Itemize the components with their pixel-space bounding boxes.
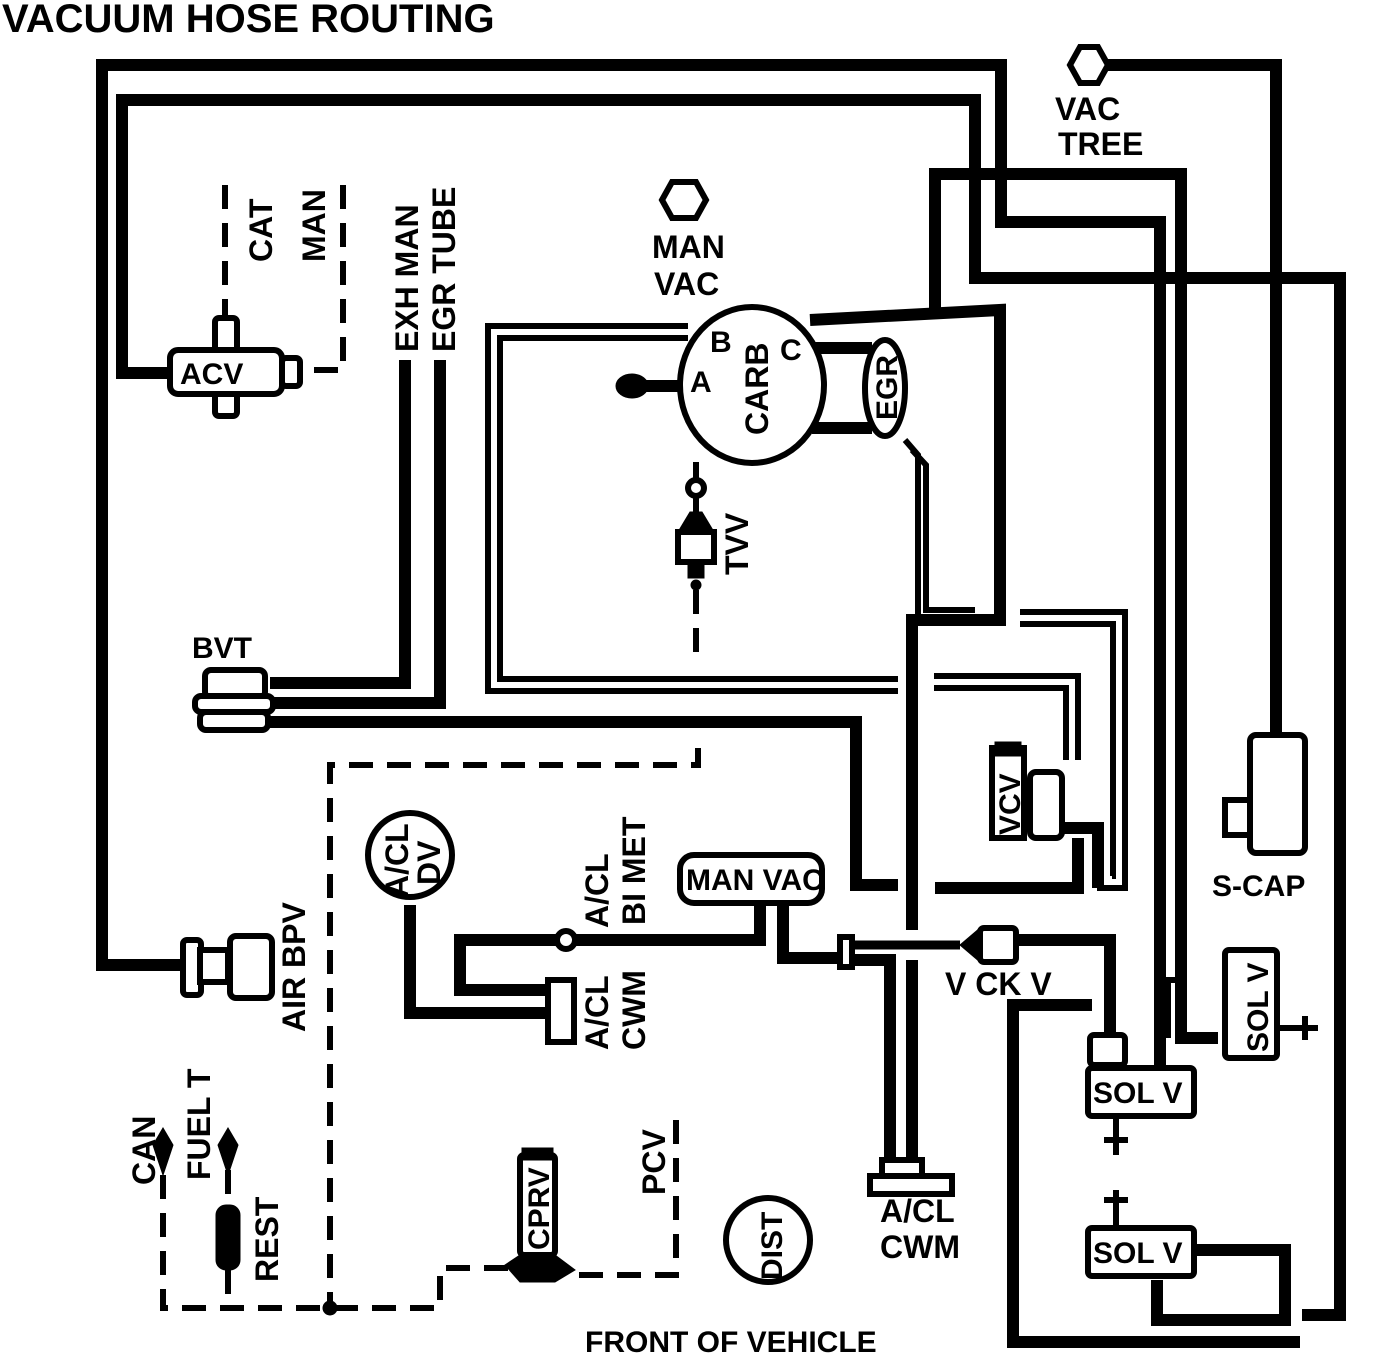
man-vac-label-2: VAC — [654, 266, 719, 302]
carb-port-c-label: C — [780, 334, 802, 367]
air-bpv: AIR BPV — [180, 902, 312, 1032]
hose-egr-tube — [270, 360, 446, 709]
vac-tree-hex — [1066, 44, 1112, 86]
rest-label: REST — [249, 1196, 285, 1282]
vac-tree-label-1: VAC — [1055, 91, 1120, 127]
sol-v-low: SOL V — [1085, 1190, 1197, 1279]
hose-bvt-lower — [270, 716, 898, 891]
egr-tube-label: EGR TUBE — [426, 187, 462, 352]
acl-bimet-label-1: A/CL — [579, 853, 615, 928]
hose-carb-right — [809, 303, 1006, 930]
egr-valve: EGR — [862, 337, 908, 439]
hose-vcv-right — [1060, 822, 1104, 888]
hose-manvac-vckv — [777, 900, 840, 964]
vcv-label: VCV — [994, 773, 1027, 835]
sol-v-mid: SOL V — [1085, 1032, 1197, 1155]
hose-vcv-bottom — [935, 838, 1084, 894]
air-bpv-label: AIR BPV — [276, 902, 312, 1032]
man-vac-label-1: MAN — [652, 229, 725, 265]
tvv-valve: TVV — [675, 477, 755, 591]
carb-a-plug — [615, 373, 649, 399]
hose-acl-dv — [404, 905, 545, 1019]
man-label: MAN — [296, 189, 332, 262]
pcv-label: PCV — [636, 1129, 672, 1195]
hose-egr-vac — [902, 438, 975, 621]
egr-label: EGR — [871, 355, 904, 420]
s-cap-label: S-CAP — [1212, 870, 1305, 903]
footer-label: FRONT OF VEHICLE — [585, 1326, 877, 1358]
diagram-title: VACUUM HOSE ROUTING — [2, 0, 495, 41]
hose-exh-man — [270, 360, 411, 689]
carb-port-b-label: B — [710, 326, 732, 359]
cprv-valve: CPRV — [504, 1147, 576, 1283]
hose-vcv-top-inner — [1020, 621, 1116, 879]
dashed-man — [295, 185, 346, 373]
acl-bimet-label-2: BI MET — [616, 816, 652, 925]
hose-egr-vac-inner — [909, 447, 975, 613]
hose-sol-low — [1151, 1244, 1291, 1326]
hose-vckv-right — [1015, 934, 1116, 1040]
can-fitting — [152, 1127, 174, 1177]
fuel-t-label: FUEL T — [181, 1068, 217, 1180]
hose-outer-left — [96, 59, 1166, 1105]
bvt-valve: BVT — [192, 632, 276, 733]
hose-vcv-upper-inner — [934, 685, 1069, 760]
sol-v-right: SOL V — [1222, 947, 1318, 1061]
acl-cwm-left-label-2: CWM — [616, 970, 652, 1050]
hose-acl-cwm-bottom-a — [850, 954, 896, 1160]
carb-label: CARB — [739, 343, 775, 435]
acv-label: ACV — [180, 358, 243, 391]
exh-man-label: EXH MAN — [389, 204, 425, 352]
hose-carb-loop-inner — [497, 335, 898, 682]
rest-restrictor — [215, 1204, 241, 1271]
hose-inner-acv — [116, 94, 1346, 1321]
tvv-label: TVV — [719, 512, 755, 575]
hose-acl-bimet — [454, 934, 560, 996]
man-vac-box-label: MAN VAC — [686, 864, 824, 897]
bvt-label: BVT — [192, 632, 252, 665]
fuel-t-fitting — [217, 1127, 239, 1177]
cprv-label: CPRV — [523, 1167, 556, 1250]
dashed-pcv — [575, 1120, 679, 1278]
hose-carb-loop-outer — [485, 323, 898, 694]
acl-cwm-left-label-1: A/CL — [579, 975, 615, 1050]
hose-bimet-manvac — [575, 900, 766, 946]
hose-sol-right-feed — [1165, 977, 1178, 1038]
dashed-main-vertical — [327, 748, 701, 1305]
acl-dv: A/CL DV — [365, 810, 455, 900]
v-ck-v-label: V CK V — [945, 966, 1052, 1002]
can-label: CAN — [126, 1116, 162, 1185]
carb-port-a-label: A — [690, 366, 712, 399]
acl-cwm-bottom-label-1: A/CL — [880, 1193, 955, 1229]
tee-node — [322, 1300, 338, 1316]
carburetor: CARB A B C — [677, 304, 827, 466]
acl-dv-label-1: A/CL — [379, 823, 415, 898]
cat-label: CAT — [243, 198, 279, 262]
acl-cwm-bottom: A/CL CWM — [867, 1157, 960, 1265]
hose-vac-tree — [1107, 59, 1282, 740]
vcv-valve: VCV — [989, 741, 1065, 841]
acl-bimet-node — [554, 928, 578, 952]
sol-v-low-label: SOL V — [1093, 1237, 1182, 1270]
man-vac-box: MAN VAC — [677, 852, 825, 906]
sol-v-mid-label: SOL V — [1093, 1077, 1182, 1110]
acl-dv-label-2: DV — [411, 840, 447, 885]
hose-vcv-upper — [934, 673, 1081, 760]
vac-tree-label-2: TREE — [1058, 126, 1143, 162]
hose-tree-inner — [929, 168, 1218, 1044]
acl-cwm-left: A/CL CWM — [545, 970, 652, 1050]
sol-v-right-label: SOL V — [1242, 963, 1275, 1052]
dashed-can — [160, 1175, 510, 1311]
man-vac-hex — [658, 179, 710, 221]
hose-sol-left — [1007, 999, 1300, 1348]
v-ck-v: V CK V — [837, 925, 1052, 1002]
acv-valve: ACV — [167, 315, 303, 419]
distributor: DIST — [723, 1195, 813, 1285]
s-cap: S-CAP — [1212, 732, 1308, 903]
dist-label: DIST — [756, 1212, 789, 1280]
acl-cwm-bottom-label-2: CWM — [880, 1229, 960, 1265]
